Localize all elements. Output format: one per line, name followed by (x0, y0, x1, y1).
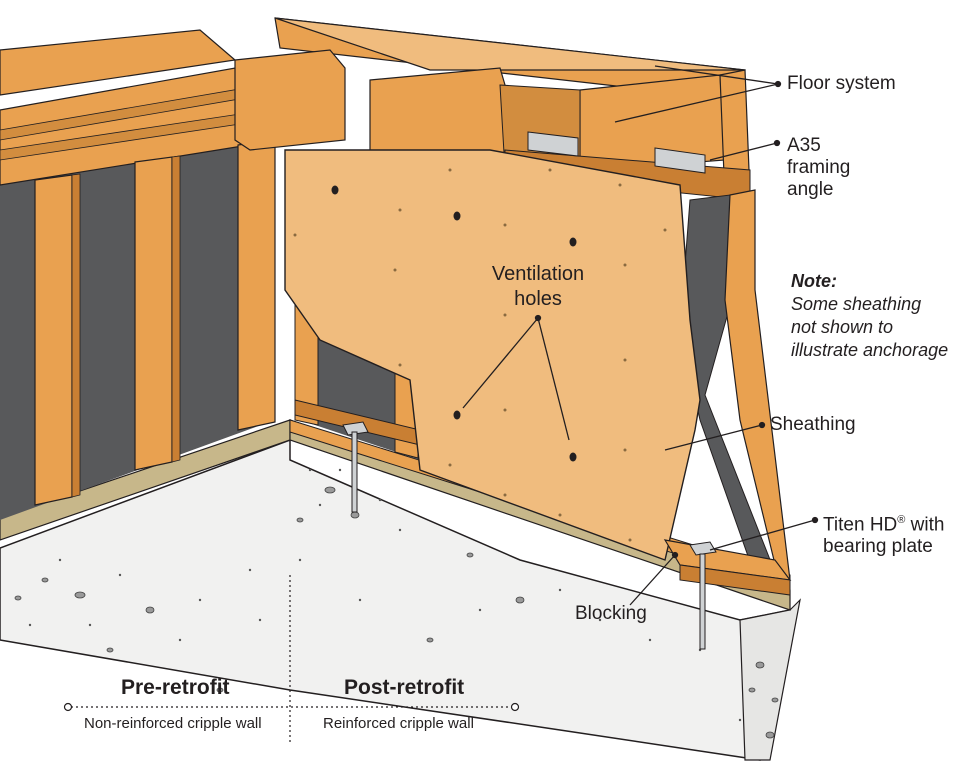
titen-label-line2: bearing plate (823, 536, 933, 558)
titen-label-suffix: with (905, 514, 945, 536)
concrete-foundation (0, 438, 801, 761)
pre-retrofit-title: Pre-retrofit (121, 676, 230, 699)
note-title: Note: (791, 271, 837, 291)
leader-lines (462, 65, 819, 606)
titen-hd-anchor (342, 421, 717, 650)
ventilation-holes-label: Ventilation holes (483, 262, 593, 312)
a35-label-line2: framing (787, 157, 851, 178)
note: Note: Some sheathing not shown to illust… (791, 270, 948, 362)
a35-label-line1: A35 (787, 135, 821, 156)
post-retrofit-title: Post-retrofit (344, 676, 465, 699)
registered-mark: ® (897, 514, 906, 526)
note-line2: not shown to (791, 317, 894, 337)
legend-lines (63, 575, 520, 742)
titen-label-line1: Titen HD (823, 514, 898, 536)
ventilation-label-line1: Ventilation (491, 263, 585, 285)
note-line3: illustrate anchorage (791, 340, 949, 360)
a35-label-line3: angle (787, 179, 834, 200)
sheathing-label: Sheathing (770, 414, 856, 435)
floor-system-label: Floor system (787, 73, 896, 94)
a35-framing-angle (527, 131, 706, 174)
ventilation-label-line2: holes (514, 288, 562, 310)
titen-hd-label: Titen HD® with bearing plate (823, 509, 944, 558)
note-line1: Some sheathing (791, 294, 922, 314)
a35-label: A35 framing angle (787, 135, 850, 201)
sheathing-panel (284, 149, 701, 561)
pre-retrofit-wall (0, 29, 281, 520)
blocking-label: Blocking (575, 603, 647, 624)
pre-retrofit-subtitle: Non-reinforced cripple wall (84, 715, 262, 732)
post-retrofit-subtitle: Reinforced cripple wall (323, 715, 474, 732)
